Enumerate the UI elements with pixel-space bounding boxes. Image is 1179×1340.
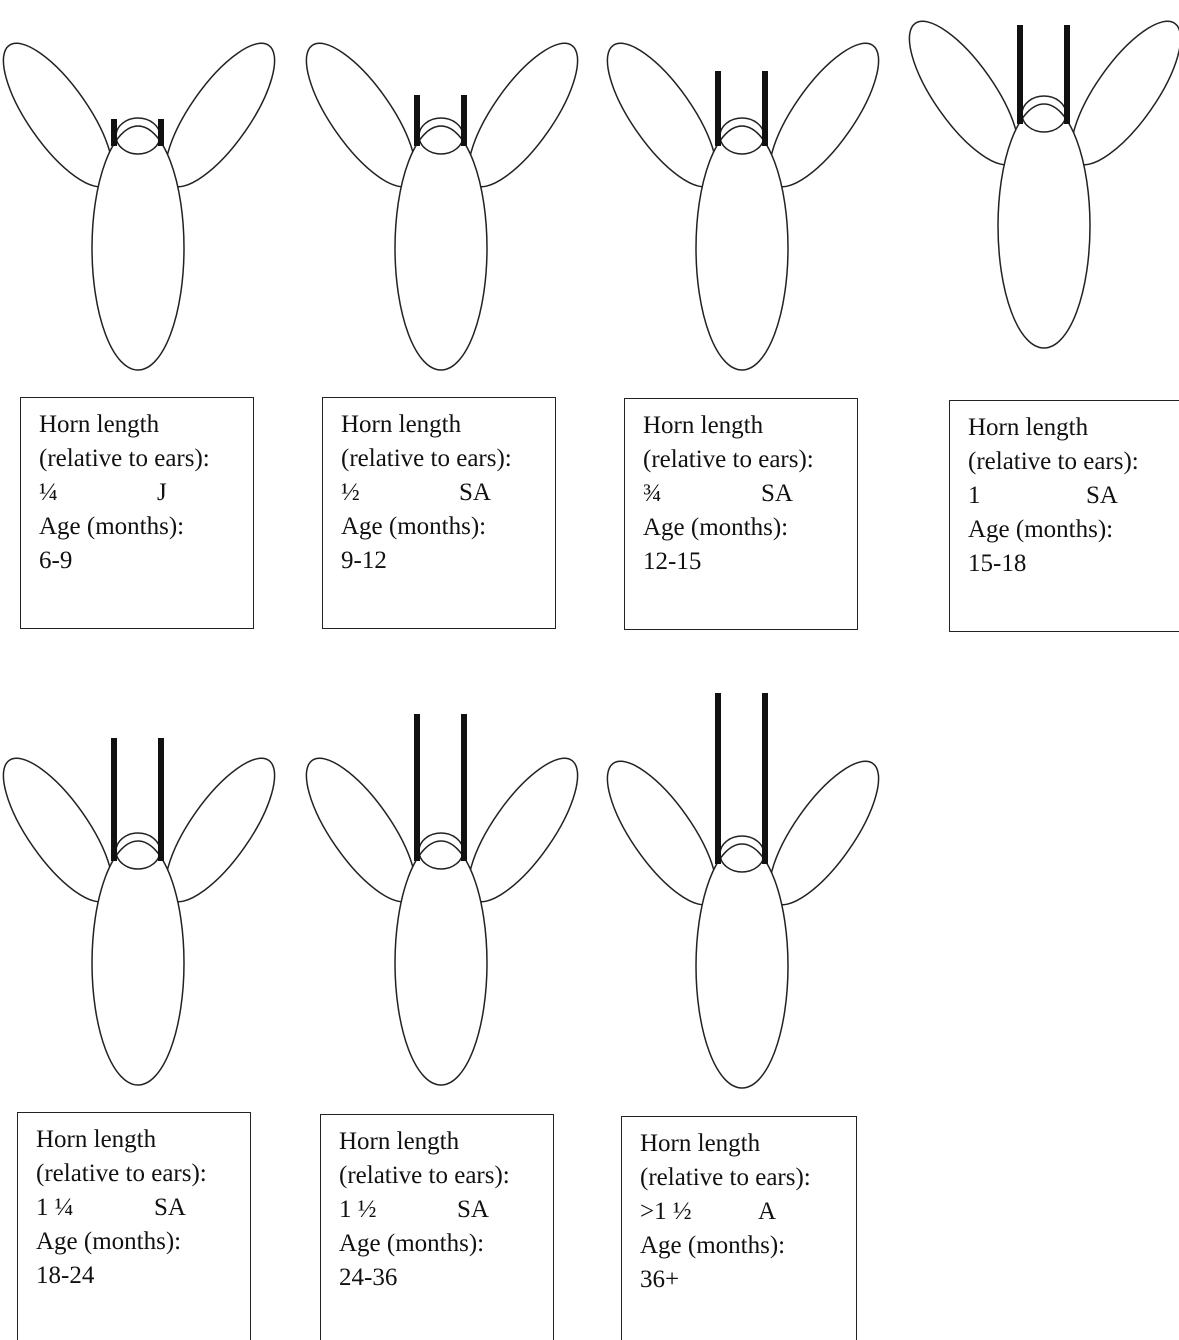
- head-outline: [395, 126, 487, 370]
- relative-label: (relative to ears):: [640, 1161, 856, 1195]
- horn-ratio: 1 ¼: [36, 1191, 154, 1225]
- age-class: J: [157, 476, 167, 510]
- left-horn: [111, 738, 117, 861]
- horn-length-label: Horn length: [640, 1127, 856, 1161]
- age-class: SA: [459, 476, 491, 510]
- left-horn: [1017, 25, 1023, 124]
- age-class: SA: [457, 1193, 489, 1227]
- age-class: SA: [1086, 479, 1118, 513]
- horn-ratio: >1 ½: [640, 1195, 758, 1229]
- head-outline: [696, 126, 788, 370]
- horn-length-label: Horn length: [643, 409, 857, 443]
- right-horn: [158, 738, 164, 861]
- relative-label: (relative to ears):: [339, 1159, 553, 1193]
- relative-label: (relative to ears):: [643, 443, 857, 477]
- horn-ratio: 1 ½: [339, 1193, 457, 1227]
- age-range: 18-24: [36, 1259, 250, 1293]
- age-label: Age (months):: [36, 1225, 250, 1259]
- age-range: 12-15: [643, 545, 857, 579]
- age-class: SA: [761, 477, 793, 511]
- horn-ratio: ¼: [39, 476, 157, 510]
- right-horn: [461, 95, 467, 146]
- left-horn: [715, 71, 721, 146]
- age-label: Age (months):: [643, 511, 857, 545]
- age-range: 36+: [640, 1263, 856, 1297]
- horn-ratio: ½: [341, 476, 459, 510]
- age-label: Age (months):: [339, 1227, 553, 1261]
- age-class: A: [758, 1195, 776, 1229]
- age-range: 24-36: [339, 1261, 553, 1295]
- head-outline: [998, 104, 1090, 348]
- age-range: 15-18: [968, 547, 1179, 581]
- head-outline: [92, 126, 184, 370]
- right-horn: [1064, 25, 1070, 124]
- age-label: Age (months):: [968, 513, 1179, 547]
- horn-length-label: Horn length: [36, 1123, 250, 1157]
- head-figure-7: [604, 718, 884, 1098]
- relative-label: (relative to ears):: [39, 442, 253, 476]
- age-range: 9-12: [341, 544, 555, 578]
- head-figure-4: [906, 0, 1179, 358]
- relative-label: (relative to ears):: [968, 445, 1179, 479]
- head-outline: [395, 841, 487, 1085]
- relative-label: (relative to ears):: [341, 442, 555, 476]
- head-figure-3: [604, 0, 884, 380]
- horn-length-label: Horn length: [968, 411, 1179, 445]
- right-horn: [762, 71, 768, 146]
- horn-length-label: Horn length: [39, 408, 253, 442]
- relative-label: (relative to ears):: [36, 1157, 250, 1191]
- left-horn: [111, 119, 117, 146]
- head-figure-2: [303, 0, 583, 380]
- left-horn: [414, 714, 420, 861]
- right-horn: [762, 693, 768, 864]
- age-class: SA: [154, 1191, 186, 1225]
- horn-ratio: 1: [968, 479, 1086, 513]
- head-outline: [696, 844, 788, 1088]
- horn-length-label: Horn length: [339, 1125, 553, 1159]
- age-label: Age (months):: [640, 1229, 856, 1263]
- left-horn: [414, 95, 420, 146]
- head-outline: [92, 841, 184, 1085]
- head-figure-1: [0, 0, 280, 380]
- age-label: Age (months):: [39, 510, 253, 544]
- age-label: Age (months):: [341, 510, 555, 544]
- age-range: 6-9: [39, 544, 253, 578]
- right-horn: [461, 714, 467, 861]
- right-horn: [158, 119, 164, 146]
- head-figure-6: [303, 715, 583, 1095]
- head-figure-5: [0, 715, 280, 1095]
- left-horn: [715, 693, 721, 864]
- horn-ratio: ¾: [643, 477, 761, 511]
- horn-length-label: Horn length: [341, 408, 555, 442]
